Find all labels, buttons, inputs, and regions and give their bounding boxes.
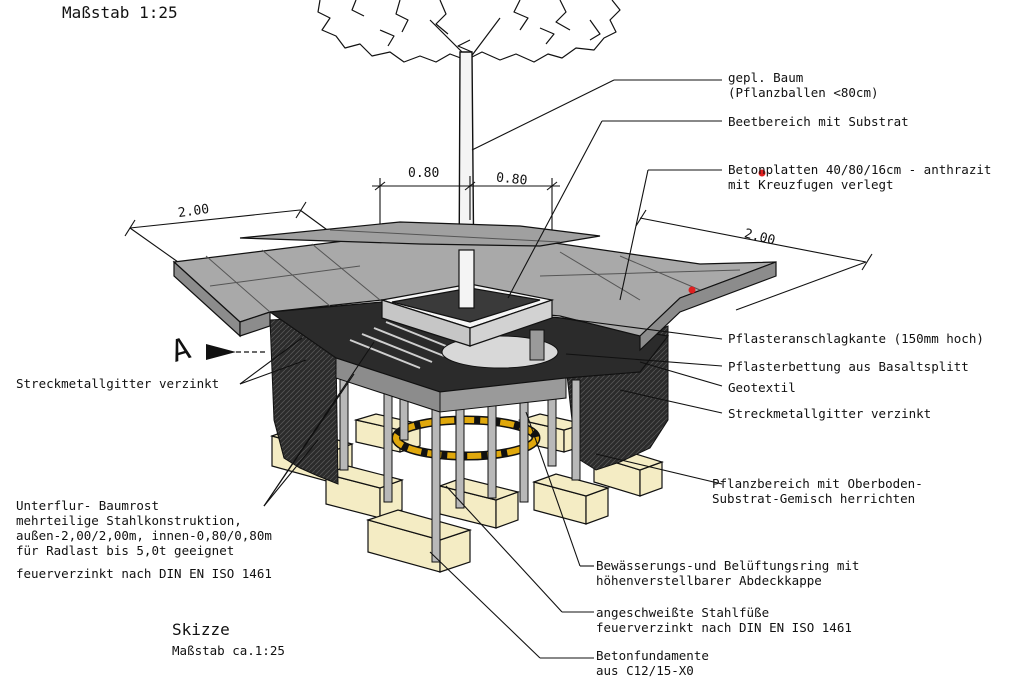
dimension-inner-right: 0.80 (495, 170, 529, 189)
label-bedding: Pflasterbettung aus Basaltsplitt (728, 359, 969, 374)
irrigation-ring (391, 415, 541, 461)
leader-lines (239, 79, 723, 659)
label-bed: Beetbereich mit Substrat (728, 114, 909, 129)
grate-frame (268, 301, 670, 413)
label-planting: Pflanzbereich mit Oberboden-Substrat-Gem… (712, 476, 923, 506)
label-curb: Pflasteranschlagkante (150mm hoch) (728, 331, 984, 346)
paving-slabs (172, 221, 777, 352)
dimension-inner-left: 0.80 (408, 166, 440, 181)
sketch-title: Skizze (172, 620, 230, 639)
red-marker-1 (758, 169, 766, 177)
steel-legs (339, 359, 581, 563)
red-marker-2 (688, 286, 696, 294)
label-geotextile: Geotextil (728, 380, 796, 395)
label-mesh-right: Streckmetallgitter verzinkt (728, 406, 932, 421)
sketch-scale: Maßstab ca.1:25 (172, 643, 285, 658)
scale-title: Maßstab 1:25 (62, 3, 178, 22)
trunk-base (458, 249, 475, 309)
label-tree: gepl. Baum(Pflanzballen <80cm) (728, 70, 879, 100)
label-galvanized: feuerverzinkt nach DIN EN ISO 1461 (16, 566, 272, 581)
section-marker-a (206, 344, 266, 360)
dimension-lines (124, 176, 873, 311)
label-mesh-left: Streckmetallgitter verzinkt (16, 376, 220, 391)
